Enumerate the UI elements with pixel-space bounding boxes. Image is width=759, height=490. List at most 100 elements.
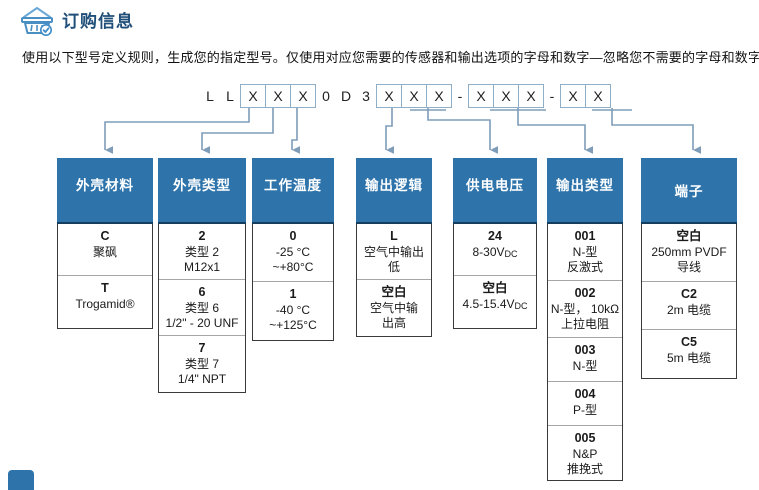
option-cell[interactable]: 空白 4.5-15.4VDC <box>454 276 536 328</box>
intro-text: 使用以下型号定义规则，生成您的指定型号。仅使用对应您需要的传感器和输出选项的字母… <box>22 50 759 65</box>
page-title: 订购信息 <box>62 11 134 31</box>
option-description: 空气中输 <box>369 301 418 315</box>
code-slot: X <box>241 85 266 107</box>
option-description: 空气中输出 <box>363 245 424 259</box>
option-description: 2m 电缆 <box>666 303 711 317</box>
option-description: 4.5-15.4VDC <box>462 297 528 311</box>
option-code: L <box>390 229 398 243</box>
option-cell[interactable]: C5 5m 电缆 <box>642 330 736 378</box>
option-code: 空白 <box>482 281 508 295</box>
option-cell[interactable]: 24 8-30VDC <box>454 224 536 276</box>
option-description: 类型 6 <box>184 301 219 315</box>
option-description: 推挽式 <box>566 462 603 476</box>
option-column: 供电电压 24 8-30VDC 空白 4.5-15.4VDC <box>453 158 537 329</box>
option-code: 004 <box>574 387 596 401</box>
column-header: 输出逻辑 <box>356 158 432 224</box>
option-code: C2 <box>681 287 697 301</box>
option-cell[interactable]: 1-40 °C~+125°C <box>253 282 333 340</box>
option-description: 导线 <box>676 260 701 274</box>
option-description: -25 °C <box>275 245 311 259</box>
code-slot: X <box>494 85 519 107</box>
option-description: 出高 <box>381 316 406 330</box>
code-fixed-char: L <box>226 88 234 104</box>
column-body: L 空气中输出低空白空气中输出高 <box>356 224 432 337</box>
code-fixed-char: 0 <box>322 88 330 104</box>
option-code: 003 <box>574 343 596 357</box>
column-body: 24 8-30VDC 空白 4.5-15.4VDC <box>453 224 537 329</box>
column-header: 工作温度 <box>252 158 334 224</box>
option-code: 0 <box>289 229 297 243</box>
page-header: 订购信息 <box>20 6 134 36</box>
option-cell[interactable]: C2 2m 电缆 <box>642 282 736 330</box>
option-code: 005 <box>574 431 596 445</box>
column-header: 供电电压 <box>453 158 537 224</box>
option-code: 001 <box>574 229 596 243</box>
option-description: 反激式 <box>566 260 603 274</box>
option-cell[interactable]: 0 -25 °C~+80°C <box>253 224 333 282</box>
column-header: 端子 <box>641 158 737 224</box>
voltage-subscript: DC <box>514 301 528 311</box>
option-description: 类型 2 <box>184 245 219 259</box>
option-description: N-型 <box>572 359 598 373</box>
option-description: 聚砜 <box>92 245 117 259</box>
option-cell[interactable]: 空白空气中输出高 <box>357 280 431 336</box>
option-description: N&P <box>572 447 598 461</box>
option-code: 24 <box>488 229 502 243</box>
column-header: 外壳类型 <box>158 158 246 224</box>
basket-check-icon <box>20 6 54 36</box>
option-description: 250mm PVDF <box>651 245 727 259</box>
option-code: 空白 <box>676 229 702 243</box>
code-slot: X <box>526 88 536 104</box>
option-description: 8-30VDC <box>472 245 518 259</box>
column-header: 输出类型 <box>547 158 623 224</box>
option-description: 上拉电阻 <box>560 317 609 331</box>
option-description: 5m 电缆 <box>666 351 711 365</box>
option-description: 1/4" NPT <box>177 372 227 386</box>
code-slot: X <box>266 85 291 107</box>
option-code: C5 <box>681 335 697 349</box>
code-slot: X <box>402 85 427 107</box>
option-column: 输出逻辑 L 空气中输出低空白空气中输出高 <box>356 158 432 337</box>
option-code: 1 <box>289 287 297 301</box>
column-header: 外壳材料 <box>57 158 153 224</box>
code-slot: X <box>434 88 444 104</box>
option-code: T <box>101 281 109 295</box>
option-description: 1/2" - 20 UNF <box>165 316 239 330</box>
code-separator: - <box>549 88 555 104</box>
option-description: M12x1 <box>183 260 221 274</box>
option-code: 空白 <box>381 285 407 299</box>
option-cell[interactable]: L 空气中输出低 <box>357 224 431 280</box>
option-description: 低 <box>387 260 400 274</box>
voltage-subscript: DC <box>504 249 518 259</box>
bottom-left-widget[interactable] <box>8 470 34 490</box>
option-description: -40 °C <box>275 303 311 317</box>
option-description: ~+80°C <box>272 260 314 274</box>
option-code: 7 <box>198 341 206 355</box>
option-code: 2 <box>198 229 206 243</box>
